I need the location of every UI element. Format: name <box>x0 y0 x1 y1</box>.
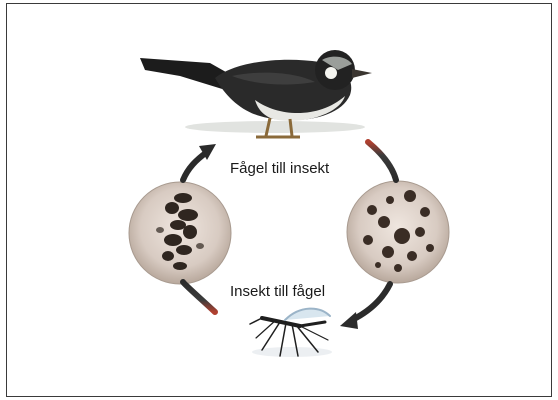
label-bird-to-insect: Fågel till insekt <box>230 160 329 177</box>
right-blood-cell-circle <box>347 181 449 283</box>
left-blood-cell-circle <box>129 182 231 284</box>
bird-icon <box>140 50 372 137</box>
mosquito-icon <box>250 309 332 357</box>
label-insect-to-bird: Insekt till fågel <box>230 283 325 300</box>
